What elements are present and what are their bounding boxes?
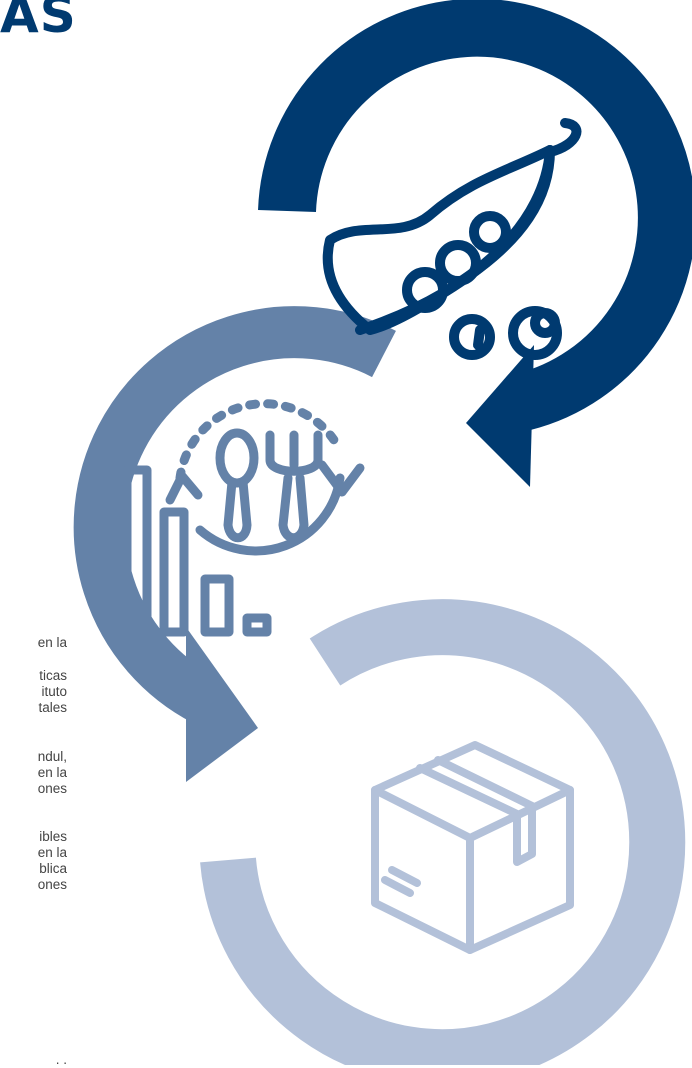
food-reduction-chart-icon xyxy=(122,399,365,637)
text-fragment: ones xyxy=(37,877,67,892)
text-fragment: en la xyxy=(37,765,67,780)
box-package-icon xyxy=(371,741,574,954)
text-fragment: ndul, xyxy=(37,749,67,764)
pea-pod-icon xyxy=(322,118,582,360)
text-fragment: tales xyxy=(38,700,67,715)
dark-cycle-arrow xyxy=(258,0,692,487)
text-fragment: en la xyxy=(37,635,67,650)
text-fragment: en la xyxy=(37,845,67,860)
light-cycle-arrow xyxy=(200,599,686,1065)
text-fragment: ituto xyxy=(41,684,67,699)
page-heading-fragment: AS xyxy=(0,0,77,44)
text-fragment: . . xyxy=(55,1052,67,1067)
text-fragment: blica xyxy=(39,861,67,876)
mid-cycle-arrow xyxy=(73,306,396,782)
text-fragment: ones xyxy=(37,781,67,796)
text-fragment: ibles xyxy=(39,829,67,844)
text-fragment: ticas xyxy=(39,668,67,683)
